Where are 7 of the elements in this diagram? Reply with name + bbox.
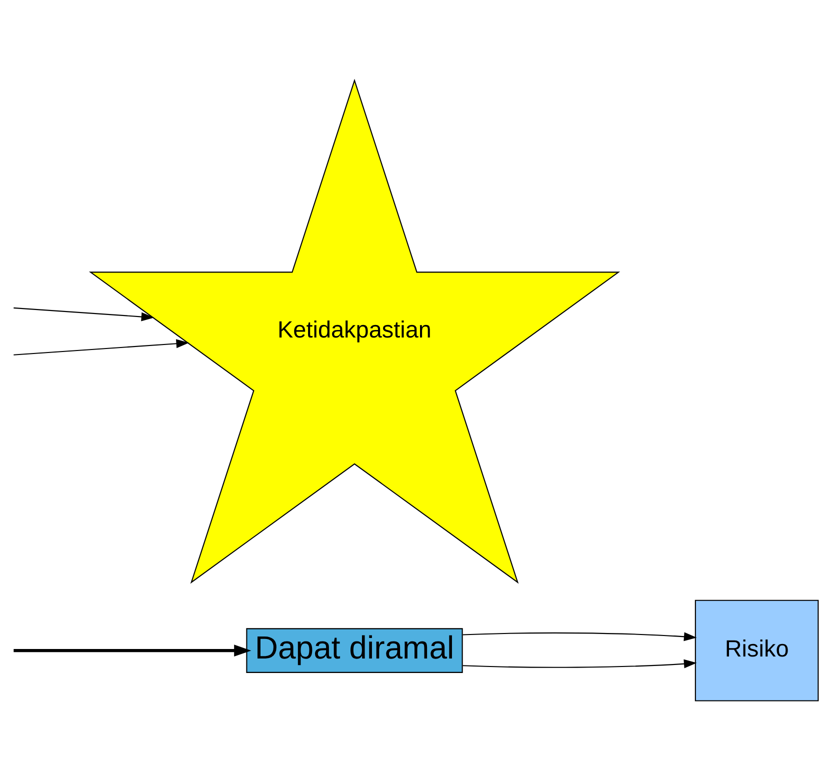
node-box: Risiko (694, 600, 819, 702)
node-box: Dapat diramal (246, 628, 463, 673)
arrow (14, 339, 190, 356)
arrow (462, 632, 697, 642)
arrow (462, 659, 697, 668)
arrow (14, 307, 154, 322)
arrow (14, 644, 252, 657)
